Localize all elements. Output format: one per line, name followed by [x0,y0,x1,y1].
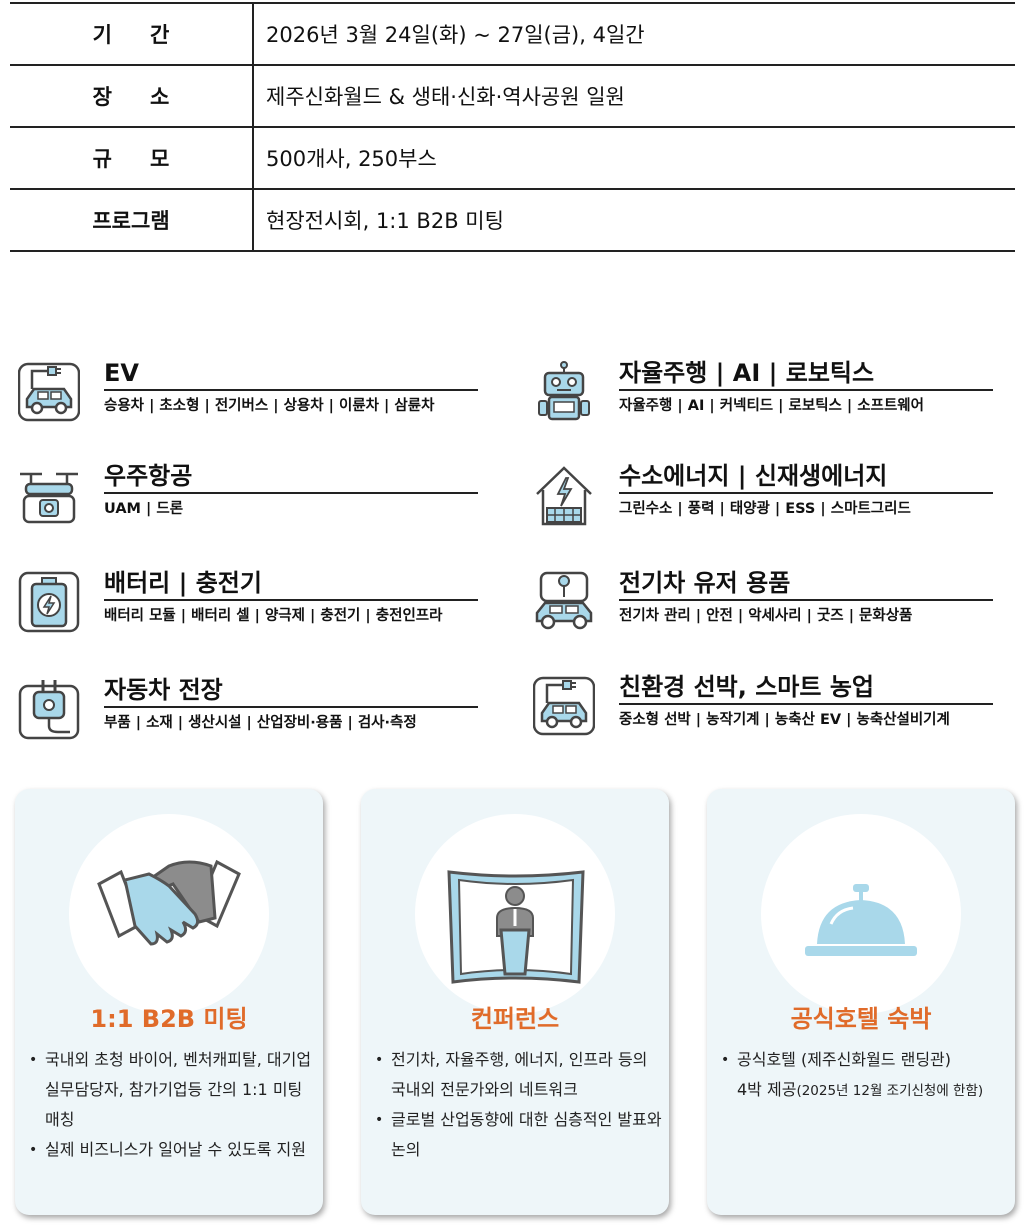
info-key: 기간 [10,4,254,64]
category-eco-ship-smart-farm: 친환경 선박, 스마트 농업 중소형 선박 | 농작기계 | 농축산 EV | … [527,672,1007,744]
list-item: 전기차, 자율주행, 에너지, 인프라 등의 국내외 전문가와의 네트워크 [373,1045,663,1105]
solar-house-icon [536,466,592,526]
category-subtitle: 승용차 | 초소형 | 전기버스 | 상용차 | 이륜차 | 삼륜차 [104,398,435,414]
info-row-period: 기간 2026년 3월 24일(화) ~ 27일(금), 4일간 [10,4,1015,66]
robot-icon [538,361,590,421]
category-subtitle: UAM | 드론 [104,501,184,517]
category-title: 수소에너지 | 신재생에너지 [619,461,993,494]
info-key: 규모 [10,128,254,188]
category-title: EV [104,358,478,391]
category-title: 자율주행 | AI | 로보틱스 [619,358,993,391]
info-key: 장소 [10,66,254,126]
category-ev: EV 승용차 | 초소형 | 전기버스 | 상용차 | 이륜차 | 삼륜차 [12,358,492,430]
category-automotive-electronics: 자동차 전장 부품 | 소재 | 생산시설 | 산업장비·용품 | 검사·측정 [12,675,492,747]
card-bullet-list: 공식호텔 (제주신화월드 랜딩관) 4박 제공(2025년 12월 조기신청에 … [719,1045,1009,1106]
category-hydrogen-renewable: 수소에너지 | 신재생에너지 그린수소 | 풍력 | 태양광 | ESS | 스… [527,461,1007,533]
category-subtitle: 자율주행 | AI | 커넥티드 | 로보틱스 | 소프트웨어 [619,398,924,414]
handshake-icon [97,859,241,946]
battery-icon [18,571,80,633]
category-title: 자동차 전장 [104,675,478,708]
list-item-text: 공식호텔 (제주신화월드 랜딩관) [737,1050,952,1069]
info-key: 프로그램 [10,190,254,250]
plug-icon [18,680,80,740]
category-subtitle: 부품 | 소재 | 생산시설 | 산업장비·용품 | 검사·측정 [104,715,417,731]
car-accessory-icon [535,571,593,630]
info-value: 2026년 3월 24일(화) ~ 27일(금), 4일간 [266,23,645,47]
service-bell-icon [805,884,917,956]
card-title: 컨퍼런스 [470,1005,560,1033]
card-bullet-list: 전기차, 자율주행, 에너지, 인프라 등의 국내외 전문가와의 네트워크 글로… [373,1045,663,1165]
category-subtitle: 중소형 선박 | 농작기계 | 농축산 EV | 농축산설비기계 [619,712,950,728]
drone-icon [20,472,78,524]
event-info-table: 기간 2026년 3월 24일(화) ~ 27일(금), 4일간 장소 제주신화… [10,2,1015,252]
category-subtitle: 배터리 모듈 | 배터리 셀 | 양극제 | 충전기 | 충전인프라 [104,608,443,624]
category-aerospace: 우주항공 UAM | 드론 [12,461,492,533]
category-subtitle: 전기차 관리 | 안전 | 악세사리 | 굿즈 | 문화상품 [619,608,913,624]
list-item-note: (2025년 12월 조기신청에 한함) [796,1083,984,1099]
info-row-scale: 규모 500개사, 250부스 [10,128,1015,190]
list-item-text: 4박 제공 [737,1080,797,1099]
card-official-hotel: 공식호텔 숙박 공식호텔 (제주신화월드 랜딩관) 4박 제공(2025년 12… [707,789,1015,1215]
card-b2b-meeting: 1:1 B2B 미팅 국내외 초청 바이어, 벤처캐피탈, 대기업 실무담당자,… [15,789,323,1215]
info-value: 500개사, 250부스 [266,147,437,171]
info-row-program: 프로그램 현장전시회, 1:1 B2B 미팅 [10,190,1015,252]
info-value: 현장전시회, 1:1 B2B 미팅 [266,209,504,233]
list-item: 국내외 초청 바이어, 벤처캐피탈, 대기업 실무담당자, 참가기업등 간의 1… [27,1045,317,1135]
card-bullet-list: 국내외 초청 바이어, 벤처캐피탈, 대기업 실무담당자, 참가기업등 간의 1… [27,1045,317,1165]
info-row-venue: 장소 제주신화월드 & 생태·신화·역사공원 일원 [10,66,1015,128]
card-conference: 컨퍼런스 전기차, 자율주행, 에너지, 인프라 등의 국내외 전문가와의 네트… [361,789,669,1215]
category-title: 친환경 선박, 스마트 농업 [619,672,993,705]
category-title: 전기차 유저 용품 [619,568,993,601]
ev-car-charger-icon [533,676,595,736]
category-subtitle: 그린수소 | 풍력 | 태양광 | ESS | 스마트그리드 [619,501,911,517]
ev-car-charger-icon [18,362,80,422]
list-item: 글로벌 산업동향에 대한 심층적인 발표와 논의 [373,1105,663,1165]
info-value: 제주신화월드 & 생태·신화·역사공원 일원 [266,85,625,109]
card-title: 공식호텔 숙박 [790,1005,932,1033]
category-title: 우주항공 [104,461,478,494]
category-battery-charger: 배터리 | 충전기 배터리 모듈 | 배터리 셀 | 양극제 | 충전기 | 충… [12,568,492,640]
category-ev-user-goods: 전기차 유저 용품 전기차 관리 | 안전 | 악세사리 | 굿즈 | 문화상품 [527,568,1007,640]
category-title: 배터리 | 충전기 [104,568,478,601]
category-autonomous-ai-robotics: 자율주행 | AI | 로보틱스 자율주행 | AI | 커넥티드 | 로보틱스… [527,358,1007,430]
list-item: 공식호텔 (제주신화월드 랜딩관) 4박 제공(2025년 12월 조기신청에 … [719,1045,1009,1106]
list-item: 실제 비즈니스가 일어날 수 있도록 지원 [27,1135,317,1165]
card-title: 1:1 B2B 미팅 [90,1005,248,1033]
conference-speaker-icon [447,870,585,984]
